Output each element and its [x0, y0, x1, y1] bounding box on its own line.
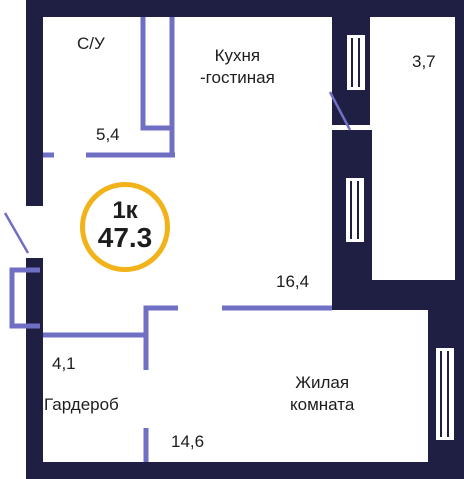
door-balcony-swing	[328, 91, 352, 131]
door-entry-swing	[3, 212, 30, 254]
kitchen-name: Кухня -гостиная	[200, 46, 275, 87]
window-living	[436, 348, 454, 440]
partition-bath-niche	[140, 17, 172, 131]
total-area: 47.3	[97, 222, 153, 253]
partition-wardrobe-top	[143, 305, 178, 370]
wall-left-lower	[26, 258, 43, 479]
windows	[346, 35, 454, 440]
balcony-area: 3,7	[412, 52, 436, 71]
apartment-badge: 1к 47.3	[80, 182, 170, 272]
entry-door-frame	[9, 267, 40, 329]
wardrobe-name: Гардероб	[44, 395, 119, 414]
window-balcony	[347, 35, 365, 90]
wall-left-upper	[26, 0, 43, 206]
room-count: 1к	[112, 197, 138, 224]
living-room-area: 14,6	[171, 432, 205, 451]
wall-top	[26, 0, 464, 17]
door-swings	[3, 91, 352, 254]
bathroom-area: 5,4	[96, 125, 120, 144]
wall-right-top-corner	[455, 0, 464, 280]
partitions	[9, 17, 332, 462]
window-kitchen	[346, 178, 364, 242]
bathroom-name: С/У	[77, 34, 105, 53]
wardrobe-area: 4,1	[52, 354, 76, 373]
kitchen-area: 16,4	[276, 272, 310, 291]
wall-bottom	[26, 462, 464, 479]
living-room-name: Жилая комната	[290, 373, 355, 414]
